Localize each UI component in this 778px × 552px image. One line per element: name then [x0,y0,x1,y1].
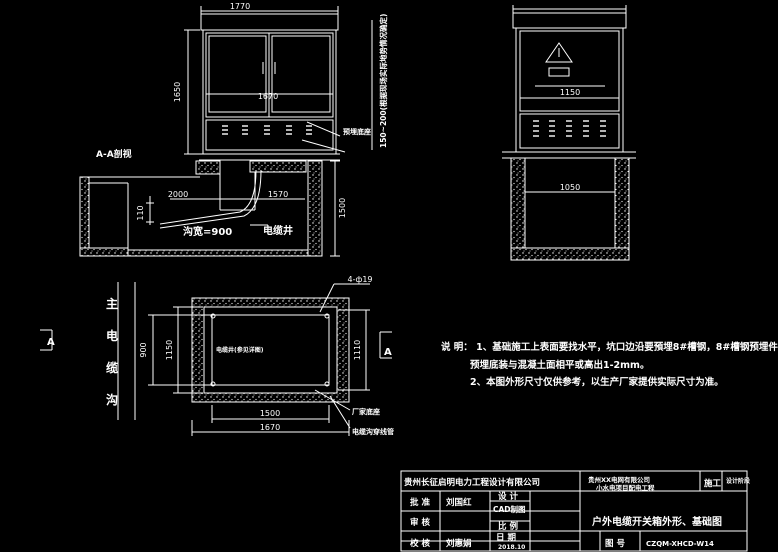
tb-scale: 比 例 [498,521,518,532]
dim-plan-1500: 1500 [260,409,280,418]
front-elevation [184,6,373,161]
tb-cad: CAD制图 [493,504,526,514]
section-mark-left: A [47,337,55,348]
tb-drawing-title: 户外电缆开关箱外形、基础图 [591,515,722,528]
trench-width-label: 沟宽=900 [183,225,232,238]
cad-drawing-canvas: 1770 1650 1670 1150 1050 2000 1570 110 1… [40,2,750,552]
note-line-1: 1、基础施工上表面要找水平，坑口边沿要預埋8#槽钢，8#槽钢预埋件 [476,342,778,353]
device-label: 电缆井(参见详图) [216,346,264,354]
note-line-3: 2、本图外形尺寸仅供参考，以生产厂家提供实际尺寸为准。 [470,377,724,388]
factory-base-label: 厂家底座 [352,407,380,416]
cable-well-label: 电缆井 [263,224,293,237]
dim-holes: 4-ф19 [348,275,373,284]
section-aa [79,121,346,257]
dim-1500-side: 1500 [338,198,347,218]
title-block [400,470,748,552]
embed-base-label: 预埋底座 [343,127,371,136]
main-cable-trench-3: 缆 [106,360,118,375]
dim-height: 1650 [173,82,182,102]
dim-plan-1670: 1670 [260,423,280,432]
tb-check: 校 核 [410,538,430,549]
note-line-2: 预埋底装与混凝土面相平或高出1-2mm。 [470,360,650,371]
tb-client2: 小水电项目配电工程 [595,483,655,492]
side-elevation [502,5,636,261]
tb-drawing-no: CZQM-XHCD-W14 [646,540,714,548]
tb-design-stage: 设计阶段 [726,477,750,485]
tb-stage: 施工 [704,478,722,489]
tb-check-sig: 刘惠娟 [446,538,472,549]
dim-inner-width-front: 1670 [258,92,278,101]
tb-approve: 批 准 [410,497,430,508]
dim-plan-900: 900 [139,342,148,357]
dim-1570: 1570 [268,190,288,199]
tb-review: 审 核 [410,517,430,528]
vertical-note: 150~200(根据现场实际地势情况确定) [378,14,388,148]
dim-2000: 2000 [168,190,188,199]
main-cable-trench-1: 主 [106,296,118,311]
tb-date: 2018.10 [498,544,525,551]
tb-client: 贵州XX电网有限公司 [588,475,650,484]
dim-plan-1110: 1110 [353,340,362,360]
tb-date-label: 日 期 [496,532,516,543]
main-cable-trench-4: 沟 [106,392,118,407]
section-aa-title: A-A剖视 [96,148,132,160]
dim-110: 110 [136,205,145,220]
cable-pipe-label: 电缆沟穿线管 [352,427,394,436]
dim-side-width: 1150 [560,88,580,97]
tb-approve-sig: 刘国红 [446,497,472,508]
tb-drawing-no-label: 图 号 [605,539,625,549]
main-cable-trench-2: 电 [106,328,118,343]
notes-heading: 说 明： 1、基础施工上表面要找水平，坑口边沿要預埋8#槽钢，8#槽钢预埋件 [441,342,778,353]
dim-overall-width: 1770 [230,2,250,11]
plan-view [40,282,392,436]
dim-plan-1150: 1150 [165,340,174,360]
tb-design: 设 计 [498,491,518,502]
tb-company: 贵州长征启明电力工程设计有限公司 [404,477,540,488]
section-mark-right: A [384,347,392,358]
dim-trench-width: 1050 [560,183,580,192]
